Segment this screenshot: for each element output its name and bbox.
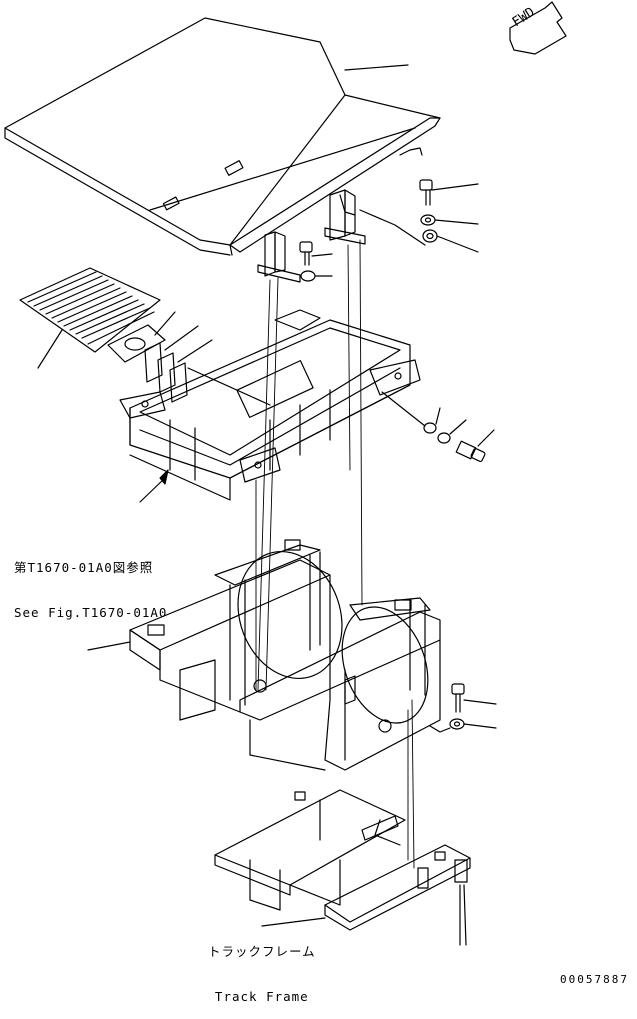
bolt-set-middle: [300, 242, 332, 281]
cover-legs: [258, 190, 365, 282]
track-frame-callout: トラックフレーム Track Frame: [208, 914, 316, 1019]
cover-plate: [5, 18, 440, 255]
main-frame: [88, 537, 443, 770]
reference-japanese: 第T1670-01A0図参照: [14, 560, 154, 575]
gasket-and-shims: [108, 312, 270, 405]
upper-frame: [120, 310, 420, 502]
bolt-set-lower: [430, 684, 496, 732]
alignment-lines: [256, 240, 414, 868]
bolt-set-upper: [360, 180, 478, 252]
fwd-arrow-icon: [510, 2, 566, 54]
track-frame-japanese: トラックフレーム: [208, 944, 316, 959]
track-frame-english: Track Frame: [214, 989, 309, 1004]
part-id: 00057887: [560, 973, 629, 986]
grille-screen: [20, 268, 160, 368]
bolt-set-right: [382, 392, 494, 462]
exploded-parts-diagram: [0, 0, 637, 989]
reference-english: See Fig.T1670-01A0: [14, 605, 168, 620]
track-frame: [215, 790, 470, 945]
reference-callout: 第T1670-01A0図参照 See Fig.T1670-01A0: [14, 530, 167, 635]
